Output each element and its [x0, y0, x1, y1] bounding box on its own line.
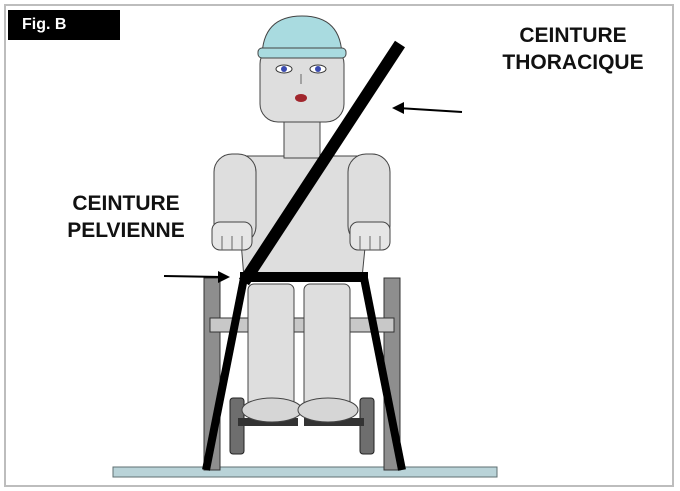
left-leg: [248, 284, 294, 412]
right-foot: [298, 398, 358, 422]
pelvic-belt: [240, 272, 368, 282]
thoracic-arrow-icon: [392, 102, 462, 114]
cap-brim: [258, 48, 346, 58]
right-hand: [350, 222, 390, 250]
pelvic-belt-label: CEINTURE PELVIENNE: [26, 190, 226, 244]
right-leg: [304, 284, 350, 412]
mouth: [295, 94, 307, 102]
figure-label: Fig. B: [8, 10, 120, 40]
thoracic-label-line1: CEINTURE: [478, 22, 668, 49]
pelvic-arrow-icon: [164, 271, 230, 283]
thoracic-label-line2: THORACIQUE: [478, 49, 668, 76]
pelvic-label-line2: PELVIENNE: [26, 217, 226, 244]
right-pupil: [315, 66, 321, 72]
thoracic-belt-label: CEINTURE THORACIQUE: [478, 22, 668, 76]
left-pupil: [281, 66, 287, 72]
left-foot: [242, 398, 302, 422]
pelvic-label-line1: CEINTURE: [26, 190, 226, 217]
floor-plate: [113, 467, 497, 477]
